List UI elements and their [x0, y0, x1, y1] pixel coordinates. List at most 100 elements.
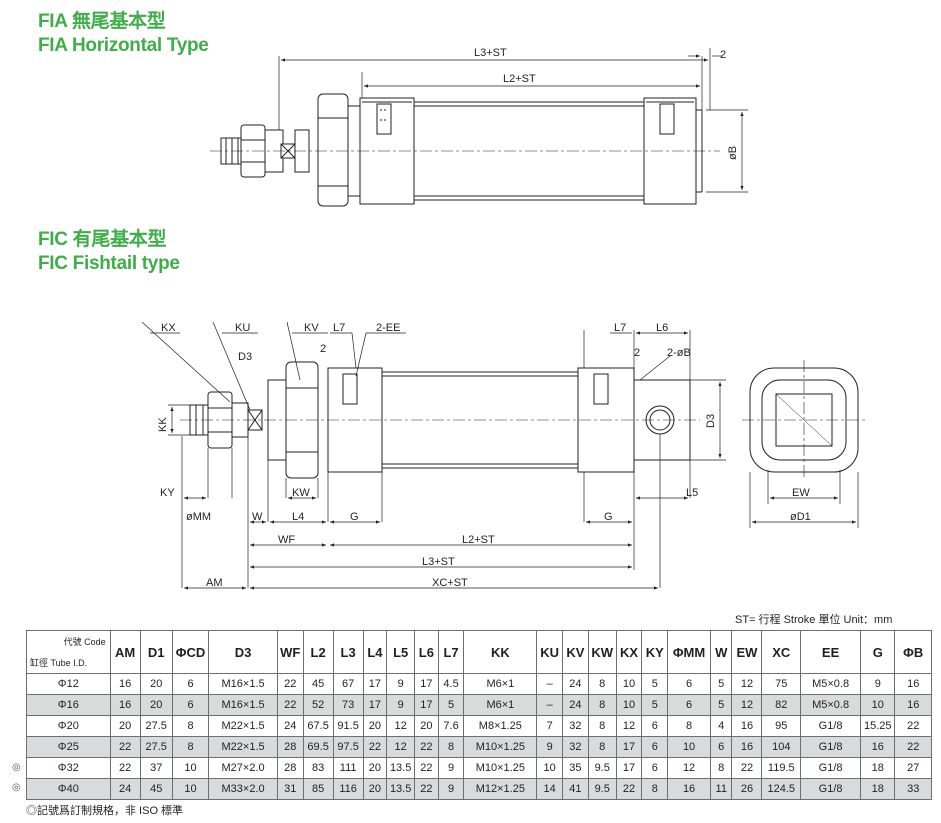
dim-wf: WF — [278, 534, 295, 546]
table-cell: 17 — [362, 694, 388, 716]
table-cell: 12 — [386, 736, 416, 758]
column-header: XC — [761, 630, 802, 674]
dim-ky: KY — [160, 487, 175, 499]
dim-kv: KV — [304, 322, 319, 334]
table-cell: 9 — [386, 694, 416, 716]
column-header: W — [710, 630, 733, 674]
table-cell: M10×1.25 — [463, 757, 538, 779]
table-cell: M27×2.0 — [208, 757, 278, 779]
table-cell: 6 — [641, 736, 669, 758]
column-header: KW — [587, 630, 617, 674]
table-cell: 8 — [437, 736, 465, 758]
table-cell: 27.5 — [139, 736, 173, 758]
fic-dimensions — [141, 321, 859, 590]
table-cell: 16 — [731, 736, 763, 758]
table-cell: 33 — [894, 778, 932, 800]
table-cell: G1/8 — [800, 778, 862, 800]
table-cell: 17 — [414, 673, 439, 695]
table-cell: 20 — [362, 757, 388, 779]
dim-2ee: 2-EE — [376, 322, 400, 334]
table-cell: 9 — [860, 673, 896, 695]
table-cell: 8 — [667, 715, 712, 737]
dim-l7-rear: L7 — [614, 322, 626, 334]
column-header: KU — [536, 630, 564, 674]
table-cell: 111 — [332, 757, 364, 779]
column-header: G — [860, 630, 896, 674]
column-header: EW — [731, 630, 763, 674]
column-header: L6 — [414, 630, 439, 674]
table-cell: 16 — [667, 778, 712, 800]
table-cell: 8 — [587, 694, 617, 716]
table-cell: 32 — [562, 715, 589, 737]
table-cell: 22 — [731, 757, 763, 779]
table-cell: 9 — [437, 778, 465, 800]
table-cell: 17 — [414, 694, 439, 716]
table-cell: 20 — [362, 715, 388, 737]
table-cell: 12 — [386, 715, 416, 737]
table-cell: 20 — [139, 673, 173, 695]
table-cell: 22 — [276, 673, 304, 695]
table-cell: 13.5 — [386, 778, 416, 800]
fia-title-cn: FIA 無尾基本型 — [38, 11, 166, 32]
table-cell: 24 — [562, 673, 589, 695]
table-cell: 8 — [710, 757, 733, 779]
dim-g-rear: G — [604, 511, 613, 523]
table-cell: – — [536, 694, 564, 716]
column-header: KY — [641, 630, 669, 674]
corner-bore-label: 缸徑 Tube I.D. — [30, 658, 88, 668]
fic-title-cn: FIC 有尾基本型 — [38, 229, 167, 250]
table-cell: 11 — [710, 778, 733, 800]
column-header: L5 — [386, 630, 416, 674]
fia-title-en: FIA Horizontal Type — [38, 35, 209, 56]
column-header: WF — [276, 630, 304, 674]
table-cell: 24 — [276, 715, 304, 737]
table-cell: 17 — [615, 736, 643, 758]
table-cell: 8 — [641, 778, 669, 800]
dim-omm: øMM — [186, 511, 211, 523]
column-header: KK — [463, 630, 538, 674]
table-cell: 16 — [731, 715, 763, 737]
bore-cell: Φ25 — [26, 736, 111, 758]
column-header: D1 — [139, 630, 173, 674]
dim-l6: L6 — [656, 322, 668, 334]
table-cell: 10 — [171, 778, 210, 800]
table-cell: 24 — [562, 694, 589, 716]
table-cell: 5 — [641, 673, 669, 695]
table-cell: 27 — [894, 757, 932, 779]
table-cell: 67.5 — [302, 715, 334, 737]
table-cell: 22 — [894, 715, 932, 737]
table-cell: 10 — [860, 694, 896, 716]
table-cell: 22 — [276, 694, 304, 716]
table-cell: 91.5 — [332, 715, 364, 737]
table-cell: 18 — [860, 757, 896, 779]
dim-2-front: 2 — [320, 343, 326, 355]
table-cell: G1/8 — [800, 736, 862, 758]
table-cell: 22 — [615, 778, 643, 800]
dim-fia-l2st: L2+ST — [503, 73, 536, 85]
row-mark-40: ◎ — [12, 782, 21, 793]
table-cell: M16×1.5 — [208, 673, 278, 695]
table-cell: 119.5 — [761, 757, 802, 779]
dim-w: W — [252, 511, 263, 523]
table-cell: 8 — [171, 715, 210, 737]
table-cell: 83 — [302, 757, 334, 779]
table-cell: 8 — [587, 736, 617, 758]
column-header: L3 — [332, 630, 364, 674]
table-cell: 10 — [536, 757, 564, 779]
column-header: EE — [800, 630, 862, 674]
dim-fia-l3st: L3+ST — [474, 47, 507, 59]
dim-l4: L4 — [292, 511, 304, 523]
table-cell: 26 — [731, 778, 763, 800]
column-header: L4 — [362, 630, 388, 674]
table-cell: 10 — [667, 736, 712, 758]
table-cell: 18 — [860, 778, 896, 800]
table-cell: 37 — [139, 757, 173, 779]
table-cell: 73 — [332, 694, 364, 716]
table-cell: 10 — [615, 694, 643, 716]
table-cell: 16 — [894, 673, 932, 695]
table-cell: 6 — [171, 694, 210, 716]
column-header: ΦMM — [667, 630, 712, 674]
table-cell: 4.5 — [437, 673, 465, 695]
